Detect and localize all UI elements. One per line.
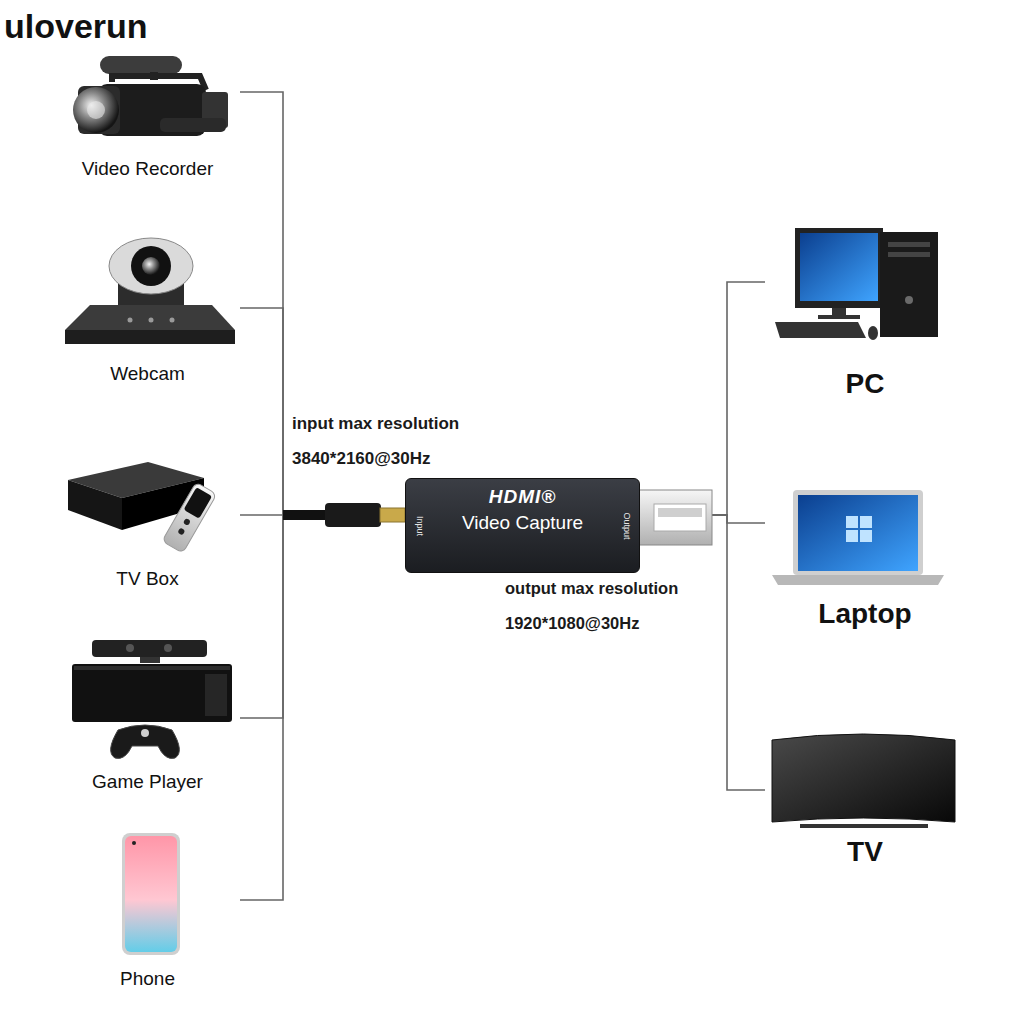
game-console-icon-part [72, 664, 232, 722]
spec-value: 3840*2160@30Hz [292, 449, 431, 469]
tv-box-icon-part-part [162, 482, 217, 553]
pc-icon-part [795, 228, 883, 308]
usb-plug-icon-part [654, 504, 706, 531]
usb-plug-icon-part [638, 490, 712, 545]
usb-plug-icon [638, 490, 712, 545]
hdmi-cable-icon-part [283, 510, 326, 520]
tv-icon-part [800, 824, 928, 828]
capture-card-box: HDMI® Video Capture Input Output [405, 478, 640, 573]
pc-icon-part [800, 233, 878, 301]
tv-icon-part [772, 734, 955, 822]
tv-box-icon-part [68, 480, 122, 530]
laptop-icon-part [772, 575, 944, 585]
bracket-connector [240, 515, 405, 718]
device-label: TV Box [116, 568, 178, 590]
game-console-icon-part [164, 644, 172, 652]
spec-label: output max resolution [505, 579, 678, 599]
phone-icon-part [132, 841, 136, 845]
camcorder-icon-part [73, 87, 119, 133]
port-label: Input [414, 515, 424, 535]
product-name: Video Capture [462, 513, 583, 534]
device-label: PC [846, 368, 885, 400]
game-console-icon-part [205, 674, 227, 716]
pc-icon-part [818, 315, 860, 319]
device-label: Phone [120, 968, 175, 990]
ptz-webcam-icon [65, 238, 235, 344]
device-label: Game Player [92, 771, 203, 793]
hdmi-cable-icon-part [380, 508, 405, 522]
device-label: Video Recorder [82, 158, 214, 180]
ptz-webcam-icon-part [65, 330, 235, 344]
ptz-webcam-icon-part [128, 318, 133, 323]
ptz-webcam-icon-part [65, 305, 235, 330]
laptop-icon-part [846, 530, 858, 542]
display-device-node: PC [765, 225, 965, 400]
source-device-node: Game Player [55, 635, 240, 793]
pc-icon-part [880, 232, 938, 337]
spec-label: input max resolution [292, 414, 459, 434]
laptop-icon-part [793, 490, 923, 575]
camcorder-icon [73, 56, 228, 136]
display-device-node: Laptop [765, 485, 965, 630]
source-device-node: Webcam [55, 235, 240, 385]
device-label: Webcam [110, 363, 185, 385]
bracket-connector [640, 282, 765, 515]
laptop-icon-part [860, 530, 872, 542]
phone-icon-part [122, 833, 180, 955]
ptz-webcam-icon-part [142, 257, 160, 275]
bracket-connector [640, 515, 765, 790]
tv-box-icon-part [162, 482, 217, 553]
device-label: Laptop [818, 598, 911, 630]
hdmi-logo: HDMI® [489, 487, 557, 508]
phone-icon [122, 833, 180, 955]
tv-box-icon-part-part [184, 487, 213, 519]
spec-value: 1920*1080@30Hz [505, 614, 639, 634]
hdmi-cable-icon [283, 503, 405, 527]
ptz-webcam-icon-part [131, 246, 171, 286]
game-console-icon-part [74, 666, 230, 670]
tv-box-icon [68, 462, 217, 553]
phone-icon-part [125, 836, 177, 952]
pc-icon [775, 228, 938, 340]
display-device-node: TV [765, 728, 965, 868]
laptop-icon-part [860, 516, 872, 528]
watermark: uloverun [4, 6, 148, 47]
pc-icon-part [888, 252, 930, 257]
laptop-icon-part [846, 516, 858, 528]
tv-box-icon-part-part [177, 527, 185, 535]
game-console-icon-part [92, 640, 207, 657]
ptz-webcam-icon-part [109, 238, 193, 294]
camcorder-icon-part [160, 118, 226, 132]
pc-icon-part [775, 322, 866, 338]
laptop-icon-part [798, 495, 918, 571]
camcorder-icon-part [87, 101, 105, 119]
game-console-icon-part [126, 644, 134, 652]
game-console-icon-part [140, 657, 160, 663]
source-device-node: Phone [55, 830, 240, 990]
hdmi-cable-icon-part [325, 503, 381, 527]
bracket-connector [240, 515, 405, 900]
tv-icon [772, 734, 955, 828]
camcorder-icon-part [100, 56, 182, 74]
game-console-icon-part [111, 725, 180, 759]
game-console-icon-part [141, 729, 149, 737]
laptop-icon [772, 490, 944, 585]
bracket-connector [240, 308, 405, 515]
tv-box-icon-part-part [183, 518, 191, 526]
pc-icon-part [888, 242, 930, 247]
game-console-icon [72, 640, 232, 759]
device-label: TV [847, 836, 883, 868]
usb-plug-icon-part [658, 508, 702, 517]
pc-icon-part [905, 296, 913, 304]
port-label: Output [621, 512, 631, 539]
ptz-webcam-icon-part [170, 318, 175, 323]
ptz-webcam-icon-part [149, 318, 154, 323]
source-device-node: TV Box [55, 455, 240, 590]
pc-icon-part [868, 326, 878, 340]
